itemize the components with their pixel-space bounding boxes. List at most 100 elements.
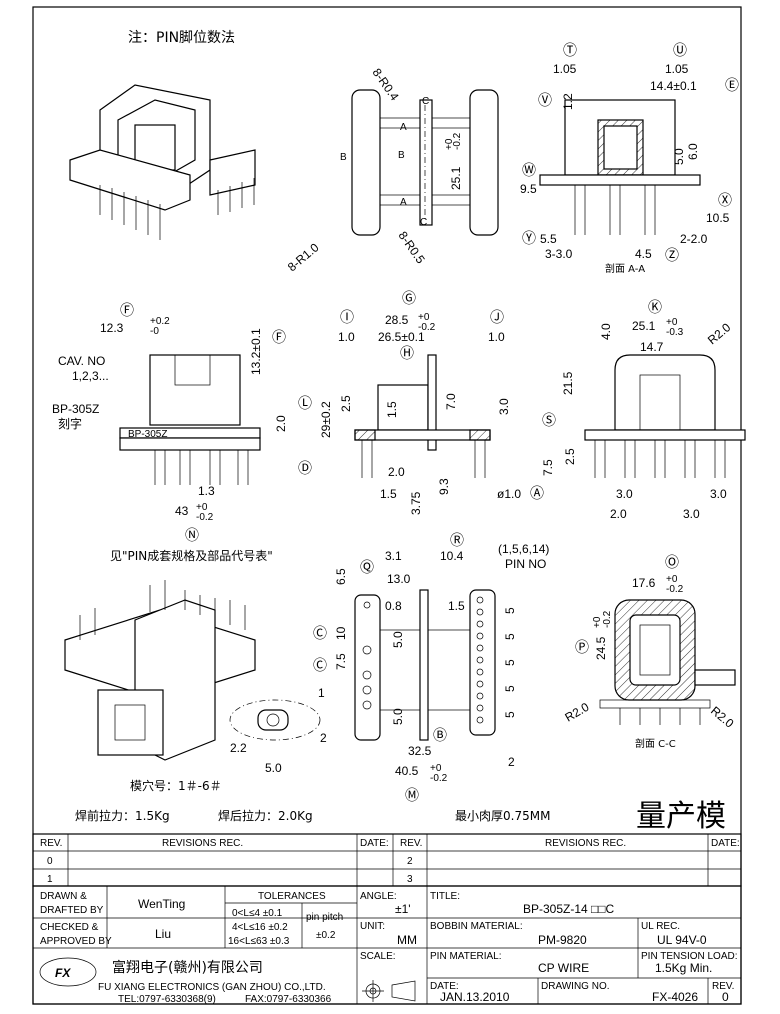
svg-text:Ⓒ: Ⓒ	[313, 625, 327, 641]
svg-text:3.0: 3.0	[710, 487, 727, 501]
svg-text:Ⓓ: Ⓓ	[298, 460, 312, 476]
svg-text:刻字: 刻字	[58, 416, 82, 431]
svg-text:3.0: 3.0	[683, 507, 700, 521]
mass-production-stamp: 量产模	[636, 799, 726, 834]
svg-text:R2.0: R2.0	[563, 700, 592, 725]
svg-text:Ⓢ: Ⓢ	[542, 412, 556, 428]
svg-text:±0.2: ±0.2	[316, 930, 336, 941]
svg-text:2: 2	[320, 731, 327, 745]
svg-text:6.0: 6.0	[686, 143, 700, 160]
svg-text:7.5: 7.5	[334, 653, 348, 670]
svg-text:-0.2: -0.2	[430, 773, 448, 784]
svg-text:5: 5	[503, 711, 517, 718]
svg-text:DRAFTED BY: DRAFTED BY	[40, 905, 104, 916]
svg-text:40.5: 40.5	[395, 764, 419, 778]
svg-text:14.7: 14.7	[640, 340, 664, 354]
svg-text:1.3: 1.3	[198, 484, 215, 498]
svg-text:CP WIRE: CP WIRE	[538, 961, 589, 975]
svg-text:2.0: 2.0	[274, 415, 288, 432]
svg-text:REVISIONS REC.: REVISIONS REC.	[162, 838, 243, 849]
note-title: 注：PIN脚位数法	[128, 30, 235, 46]
svg-text:9.5: 9.5	[520, 182, 537, 196]
svg-text:Ⓔ: Ⓔ	[725, 77, 739, 93]
svg-text:UL REC.: UL REC.	[641, 921, 680, 932]
svg-text:FX: FX	[55, 966, 71, 980]
svg-text:SCALE:: SCALE:	[360, 951, 396, 962]
svg-text:Ⓦ: Ⓦ	[522, 162, 536, 178]
svg-text:DRAWING NO.: DRAWING NO.	[541, 981, 610, 992]
svg-text:Ⓕ: Ⓕ	[272, 329, 286, 345]
iso-view-bottom: 2.2 5.0 1 2	[64, 580, 327, 775]
svg-text:ø1.0: ø1.0	[497, 487, 521, 501]
svg-text:+0.2: +0.2	[150, 316, 170, 327]
svg-text:Ⓨ: Ⓨ	[522, 230, 536, 246]
svg-text:5.0: 5.0	[265, 761, 282, 775]
svg-text:16<L≤63 ±0.3: 16<L≤63 ±0.3	[228, 936, 290, 947]
svg-text:0<L≤4 ±0.1: 0<L≤4 ±0.1	[232, 908, 283, 919]
title-block: DRAWN & DRAFTED BY WenTing CHECKED & APP…	[32, 885, 742, 1005]
drawing-date: JAN.13.2010	[440, 990, 510, 1004]
svg-text:C: C	[420, 217, 427, 228]
side-view-radii: A A B B C C 8-R0.4 8-R1.0 8-R0.5 25.1 +0…	[285, 66, 499, 274]
svg-text:7.0: 7.0	[444, 393, 458, 410]
svg-text:1.5: 1.5	[380, 487, 397, 501]
revision-table: REV. REVISIONS REC. DATE: REV. REVISIONS…	[32, 833, 742, 887]
svg-text:±1': ±1'	[395, 902, 411, 916]
svg-text:-0.2: -0.2	[196, 512, 214, 523]
svg-text:Ⓐ: Ⓐ	[530, 485, 544, 501]
svg-text:BP-305Z: BP-305Z	[128, 429, 167, 440]
svg-text:REV.: REV.	[712, 981, 734, 992]
svg-text:Ⓛ: Ⓛ	[298, 395, 312, 411]
svg-text:+0: +0	[196, 502, 208, 513]
svg-text:DATE:: DATE:	[711, 838, 740, 849]
svg-text:+0: +0	[444, 138, 455, 150]
svg-text:Ⓡ: Ⓡ	[450, 532, 464, 548]
svg-text:PIN MATERIAL:: PIN MATERIAL:	[430, 951, 502, 962]
section-c-c: Ⓞ Ⓟ 17.6 +0 -0.2 24.5 +0 -0.2 R2.0 R2.0 …	[563, 554, 737, 750]
svg-text:Ⓙ: Ⓙ	[490, 309, 504, 325]
svg-text:3.75: 3.75	[409, 491, 423, 515]
svg-text:R2.0: R2.0	[708, 704, 737, 731]
svg-text:5: 5	[503, 685, 517, 692]
side-view-mid: Ⓖ Ⓘ Ⓙ Ⓗ Ⓛ Ⓓ Ⓐ 28.5 +0 -0.2 26.5±0.1 1.0 …	[298, 290, 544, 515]
svg-text:REV.: REV.	[400, 838, 422, 849]
svg-text:1: 1	[318, 686, 325, 700]
svg-text:3: 3	[407, 874, 413, 885]
svg-text:9.3: 9.3	[437, 478, 451, 495]
pull-after-note: 焊后拉力：2.0Kg	[218, 808, 313, 823]
svg-text:2.0: 2.0	[388, 465, 405, 479]
svg-text:B: B	[340, 152, 347, 163]
svg-text:21.5: 21.5	[561, 371, 575, 395]
svg-text:TOLERANCES: TOLERANCES	[258, 891, 326, 902]
svg-text:DRAWN &: DRAWN &	[40, 891, 87, 902]
svg-text:1.5: 1.5	[448, 599, 465, 613]
svg-text:+0: +0	[592, 616, 603, 628]
svg-text:2.5: 2.5	[563, 448, 577, 465]
svg-text:29±0.2: 29±0.2	[319, 401, 333, 438]
see-pin-table-note: 见"PIN成套规格及部品代号表"	[110, 548, 273, 563]
svg-text:1.5: 1.5	[385, 401, 399, 418]
svg-text:pin pitch: pin pitch	[306, 912, 343, 923]
svg-text:10.5: 10.5	[706, 211, 730, 225]
company-name-cn: 富翔电子(赣州)有限公司	[112, 959, 263, 976]
svg-text:2.2: 2.2	[230, 741, 247, 755]
svg-text:1.05: 1.05	[665, 62, 689, 76]
svg-text:-0.2: -0.2	[452, 132, 463, 150]
svg-text:5: 5	[503, 607, 517, 614]
dim-8-r10: 8-R1.0	[285, 240, 322, 274]
svg-text:Ⓑ: Ⓑ	[433, 727, 447, 743]
svg-text:24.5: 24.5	[594, 636, 608, 660]
svg-text:43: 43	[175, 504, 189, 518]
svg-text:4<L≤16 ±0.2: 4<L≤16 ±0.2	[232, 922, 288, 933]
svg-text:2: 2	[508, 755, 515, 769]
iso-view-top	[69, 84, 256, 240]
svg-text:1.0: 1.0	[488, 330, 505, 344]
svg-text:B: B	[398, 150, 405, 161]
svg-text:Ⓟ: Ⓟ	[575, 639, 589, 655]
svg-text:5: 5	[503, 633, 517, 640]
svg-text:3.0: 3.0	[497, 398, 511, 415]
svg-text:Ⓖ: Ⓖ	[402, 290, 416, 306]
svg-text:5.0: 5.0	[672, 148, 686, 165]
